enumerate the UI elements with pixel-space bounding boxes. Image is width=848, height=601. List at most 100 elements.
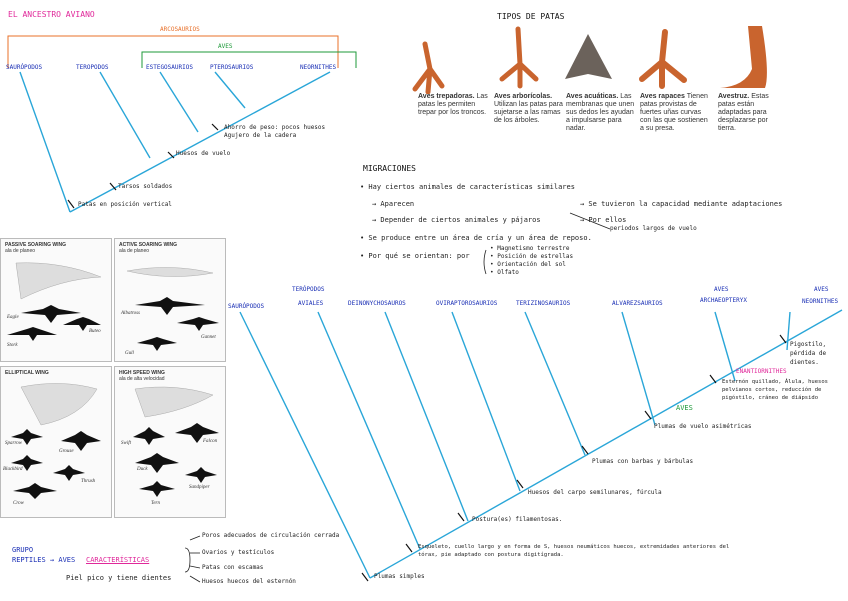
- eagle-silhouette-icon: [21, 305, 81, 323]
- feet-item-5-name: Avestruz.: [718, 93, 749, 100]
- wing-card-highspeed: HIGH SPEED WING ala de alta velocidad Sw…: [114, 366, 226, 518]
- notes-item-4: Huesos huecos del esternón: [202, 578, 296, 585]
- bottom-node-3: Postura(es) filamentosas.: [472, 516, 562, 523]
- bird-buteo: Buteo: [89, 329, 101, 334]
- mig-orient-2: • Posición de estrellas: [490, 253, 573, 260]
- notes-item-1: Poros adecuados de circulación cerrada: [202, 532, 339, 539]
- bird-swift: Swift: [121, 441, 131, 446]
- bottom-node-5: Plumas con barbas y bárbulas: [592, 458, 693, 465]
- notes-item-2: Ovarios y testículos: [202, 549, 274, 556]
- active-wing-drawing: [115, 239, 225, 361]
- top-taxon-2: TEROPODOS: [76, 64, 109, 71]
- gannet-silhouette-icon: [177, 317, 219, 331]
- group-label-teropodos: TERÓPODOS: [292, 286, 325, 293]
- bottom-taxon-3: DEINONYCHOSAUROS: [348, 300, 406, 307]
- feet-item-2-name: Aves arborícolas.: [494, 93, 552, 100]
- raptor-foot-icon: [642, 32, 684, 86]
- mig-note-right: periodos largos de vuelo: [610, 225, 697, 232]
- group-label-aves-1: AVES: [714, 286, 728, 293]
- bottom-taxon-5: TERIZINOSAURIOS: [516, 300, 570, 307]
- orange-bracket-label: ARCOSAURIOS: [160, 26, 200, 33]
- feet-item-1: Aves trepadoras. Las patas les permiten …: [418, 93, 488, 117]
- albatross-silhouette-icon: [135, 297, 205, 315]
- top-node-2: Huesos de vuelo: [176, 150, 230, 157]
- bird-grouse: Grouse: [59, 449, 74, 454]
- mig-orient-1: • Magnetismo terrestre: [490, 245, 569, 252]
- notes-characteristics: CARACTERÍSTICAS: [86, 556, 149, 564]
- bird-duck: Duck: [137, 467, 148, 472]
- feet-item-3-name: Aves acuáticas.: [566, 93, 618, 100]
- swift-silhouette-icon: [133, 427, 165, 445]
- feet-item-2-text: Utilizan las patas para sujetarse a las …: [494, 101, 563, 124]
- bird-thrush: Thrush: [81, 479, 95, 484]
- sandpiper-silhouette-icon: [185, 467, 217, 483]
- crow-silhouette-icon: [13, 483, 57, 499]
- clade-enantiornithes-label: ENANTIORNITHES: [736, 368, 787, 375]
- feet-item-4-name: Aves rapaces: [640, 93, 685, 100]
- bottom-cladogram-lines: [240, 310, 842, 581]
- top-taxon-5: NEORNITHES: [300, 64, 336, 71]
- bird-falcon: Falcon: [203, 439, 217, 444]
- clade-aves-label: AVES: [676, 404, 693, 412]
- mig-line-4: • Se produce entre un área de cría y un …: [360, 234, 592, 242]
- top-taxon-4: PTEROSAURIOS: [210, 64, 253, 71]
- bottom-taxon-8: NEORNITHES: [802, 298, 838, 305]
- top-node-3: Tarsos soldados: [118, 183, 172, 190]
- feet-item-1-name: Aves trepadoras.: [418, 93, 475, 100]
- top-stem-1: [20, 72, 70, 212]
- mig-orient-3: • Orientación del sol: [490, 261, 566, 268]
- stork-silhouette-icon: [7, 327, 57, 341]
- bottom-taxon-1: SAURÓPODOS: [228, 303, 264, 310]
- mig-line-7: → Por ellos: [580, 216, 626, 224]
- mig-line-3: → Depender de ciertos animales y pájaros: [372, 216, 541, 224]
- green-bracket-label: AVES: [218, 43, 232, 50]
- feet-item-5: Avestruz. Estas patas están adaptadas pa…: [718, 93, 780, 133]
- bird-sparrow: Sparrow: [5, 441, 22, 446]
- top-taxon-1: SAURÓPODOS: [6, 64, 42, 71]
- bottom-taxon-4: OVIRAPTOROSAURIOS: [436, 300, 497, 307]
- top-main-axis: [70, 72, 330, 212]
- mig-line-5: • Por qué se orientan: por: [360, 252, 470, 260]
- bird-eagle: Eagle: [7, 315, 19, 320]
- bird-albatross: Albatross: [121, 311, 140, 316]
- bird-sandpiper: Sandpiper: [189, 485, 210, 490]
- feet-item-2: Aves arborícolas. Utilizan las patas par…: [494, 93, 564, 125]
- notes-group: GRUPO: [12, 546, 33, 554]
- bird-tern: Tern: [151, 501, 160, 506]
- bottom-taxon-2: AVIALES: [298, 300, 323, 307]
- bottom-main-axis: [370, 310, 842, 578]
- top-node-1: Ahorro de peso: pocos huesos: [224, 124, 325, 131]
- perching-foot-icon: [502, 29, 536, 86]
- top-taxon-3: ESTEGOSAURIOS: [146, 64, 193, 71]
- wing-card-elliptical: ELLIPTICAL WING Sparrow Grouse Blackbird…: [0, 366, 112, 518]
- notes-reptiles-aves: REPTILES → AVES: [12, 556, 75, 564]
- webbed-foot-icon: [565, 34, 612, 79]
- bottom-node-6: Plumas de vuelo asimétricas: [654, 423, 752, 430]
- migraciones-title: MIGRACIONES: [363, 164, 416, 173]
- climbing-foot-icon: [415, 44, 442, 92]
- mig-line-1: • Hay ciertos animales de característica…: [360, 183, 575, 191]
- ostrich-foot-icon: [720, 26, 767, 88]
- bottom-node-1: Plumas simples: [374, 573, 425, 580]
- notes-subtitle: Piel pico y tiene dientes: [66, 574, 171, 582]
- feet-item-4: Aves rapaces Tienen patas provistas de f…: [640, 93, 710, 133]
- mig-line-6: → Se tuvieron la capacidad mediante adap…: [580, 200, 782, 208]
- top-tree-title: EL ANCESTRO AVIANO: [8, 10, 95, 19]
- bottom-node-8: Pigostilo, pérdida de dientes.: [790, 340, 846, 367]
- bottom-taxon-6: ALVAREZSAURIOS: [612, 300, 663, 307]
- tern-silhouette-icon: [139, 481, 175, 497]
- bottom-node-4: Huesos del carpo semilunares, fúrcula: [528, 489, 662, 496]
- top-node-4: Patas en posición vertical: [78, 201, 172, 208]
- bird-gannet: Gannet: [201, 335, 216, 340]
- grouse-silhouette-icon: [61, 431, 101, 451]
- bottom-node-2: Esqueleto, cuello largo y en forma de S,…: [418, 543, 733, 559]
- wing-card-passive: PASSIVE SOARING WING ala de planeo Eagle…: [0, 238, 112, 362]
- bird-blackbird: Blackbird: [3, 467, 23, 472]
- mig-orient-4: • Olfato: [490, 269, 519, 276]
- gull-silhouette-icon: [137, 337, 177, 351]
- wing-card-active: ACTIVE SOARING WING ala de planeo Albatr…: [114, 238, 226, 362]
- mig-line-2: → Aparecen: [372, 200, 414, 208]
- bottom-taxon-7: ARCHAEOPTERYX: [700, 297, 747, 304]
- notes-item-3: Patas con escamas: [202, 564, 263, 571]
- bird-stork: Stork: [7, 343, 18, 348]
